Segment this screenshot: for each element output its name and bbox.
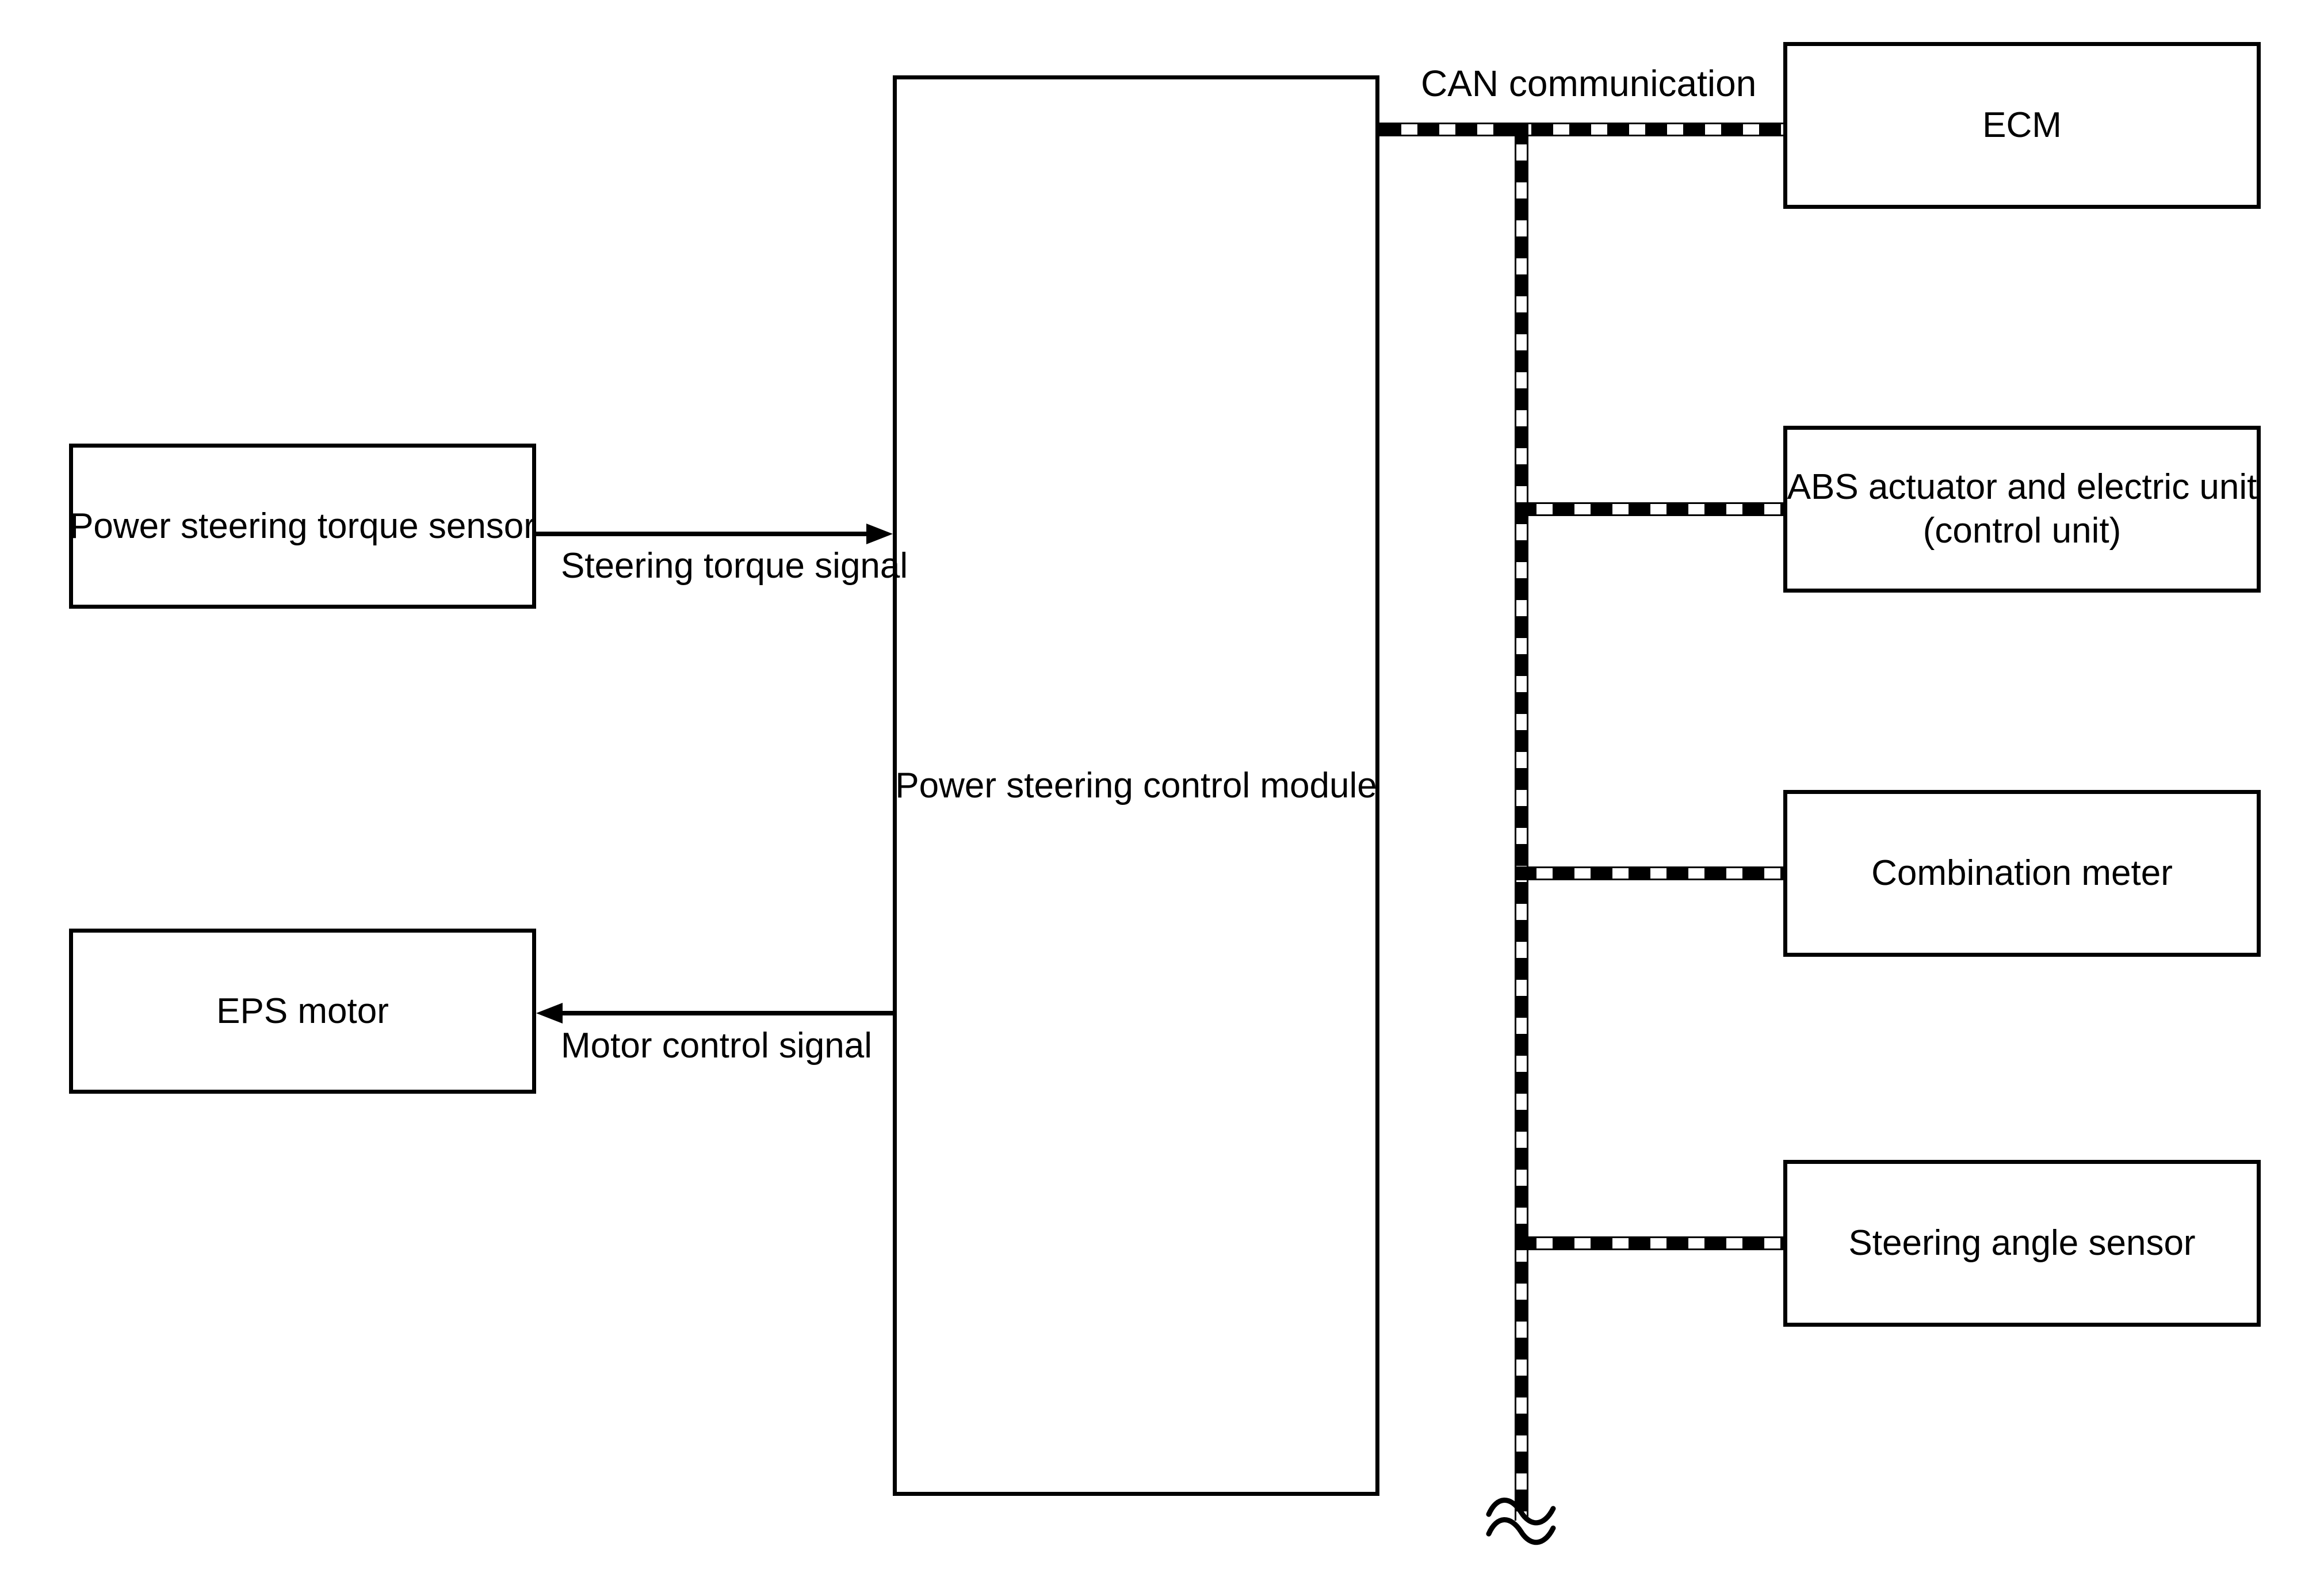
box-label-abs-line1: ABS actuator and electric unit (1787, 467, 2257, 507)
box-steering-angle-sensor: Steering angle sensor (1783, 1160, 2261, 1327)
box-ecm: ECM (1783, 42, 2261, 209)
arrow-motor-control-line (563, 1011, 893, 1015)
line-break-icon (1486, 1498, 1556, 1545)
label-motor-control-signal: Motor control signal (561, 1026, 873, 1066)
can-bus-horizontal-main (1379, 123, 1783, 136)
box-eps-motor: EPS motor (69, 929, 536, 1094)
box-label-abs-line2: (control unit) (1922, 511, 2122, 551)
box-label-control-module: Power steering control module (895, 765, 1377, 805)
can-branch-abs-unit (1515, 502, 1783, 516)
box-label-steering-angle-sensor: Steering angle sensor (1848, 1223, 2196, 1263)
box-abs-actuator-unit: ABS actuator and electric unit (control … (1783, 426, 2261, 593)
can-bus-vertical-trunk (1515, 123, 1528, 1521)
can-branch-combination-meter (1515, 866, 1783, 880)
box-label-eps-motor: EPS motor (216, 991, 389, 1031)
box-power-steering-control-module: Power steering control module (893, 75, 1379, 1496)
label-steering-torque-signal: Steering torque signal (561, 546, 908, 586)
arrow-steering-torque-line (536, 532, 866, 536)
box-label-ecm: ECM (1982, 105, 2062, 146)
box-combination-meter: Combination meter (1783, 790, 2261, 957)
box-label-torque-sensor: Power steering torque sensor (70, 506, 536, 546)
arrowhead-steering-torque (866, 524, 893, 544)
box-power-steering-torque-sensor: Power steering torque sensor (69, 444, 536, 609)
arrowhead-motor-control (536, 1003, 563, 1024)
can-branch-steering-angle-sensor (1515, 1236, 1783, 1250)
label-can-communication: CAN communication (1421, 63, 1757, 104)
box-label-combination-meter: Combination meter (1871, 853, 2173, 893)
